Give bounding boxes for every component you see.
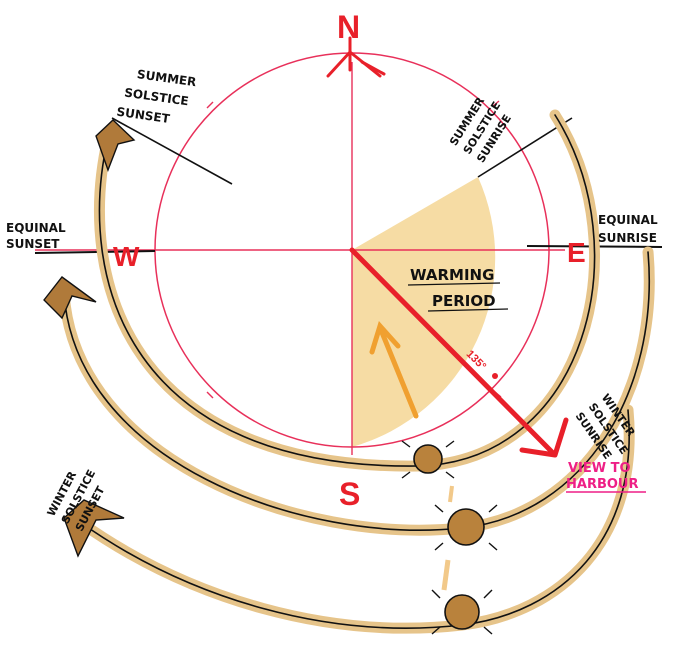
summer-sunset-line bbox=[111, 117, 233, 185]
svg-text:VIEW TO: VIEW TO bbox=[568, 461, 631, 476]
svg-text:SUMMER: SUMMER bbox=[136, 67, 197, 89]
view-to-harbour-label: VIEW TO HARBOUR bbox=[566, 461, 638, 492]
summer-sunrise-label: SUMMER SOLSTICE SUNRISE bbox=[447, 94, 514, 165]
svg-text:EQUINAL: EQUINAL bbox=[6, 221, 66, 235]
svg-text:WARMING: WARMING bbox=[410, 266, 494, 284]
svg-text:SUNSET: SUNSET bbox=[6, 237, 60, 251]
warming-period-wedge bbox=[352, 177, 496, 447]
warming-underline-1 bbox=[407, 282, 501, 286]
svg-text:SUNRISE: SUNRISE bbox=[598, 231, 657, 245]
sun-winter-high bbox=[447, 508, 485, 546]
view-arrowhead bbox=[519, 417, 569, 458]
view-bearing-arrow bbox=[349, 247, 555, 455]
svg-text:SUNSET: SUNSET bbox=[116, 105, 172, 126]
warming-underline-2 bbox=[427, 308, 509, 312]
svg-text:SOLSTICE: SOLSTICE bbox=[123, 86, 189, 109]
angle-marker-dot bbox=[492, 373, 498, 379]
equinal-sunset-label: EQUINAL SUNSET bbox=[6, 221, 66, 251]
warming-period-label: WARMING PERIOD bbox=[410, 266, 496, 310]
west-label: W bbox=[113, 241, 140, 272]
south-label: S bbox=[339, 476, 360, 512]
sun-winter-low bbox=[444, 594, 480, 630]
sun-equinox bbox=[413, 444, 443, 474]
equinal-sunrise-label: EQUINAL SUNRISE bbox=[598, 213, 658, 245]
sunset-arrowheads bbox=[43, 119, 136, 558]
svg-text:EQUINAL: EQUINAL bbox=[598, 213, 658, 227]
summer-sunset-label: SUMMER SOLSTICE SUNSET bbox=[116, 67, 198, 126]
noon-sun-markers bbox=[401, 440, 498, 635]
svg-text:PERIOD: PERIOD bbox=[432, 292, 496, 310]
winter-sunset-label: WINTER SOLSTICE SUNSET bbox=[45, 468, 108, 534]
svg-text:HARBOUR: HARBOUR bbox=[566, 477, 638, 492]
west-axis-extension bbox=[34, 250, 156, 254]
east-label: E bbox=[567, 237, 586, 268]
sun-direction-arrow bbox=[369, 321, 419, 419]
north-label: N bbox=[337, 9, 360, 45]
north-arrow bbox=[326, 36, 386, 78]
